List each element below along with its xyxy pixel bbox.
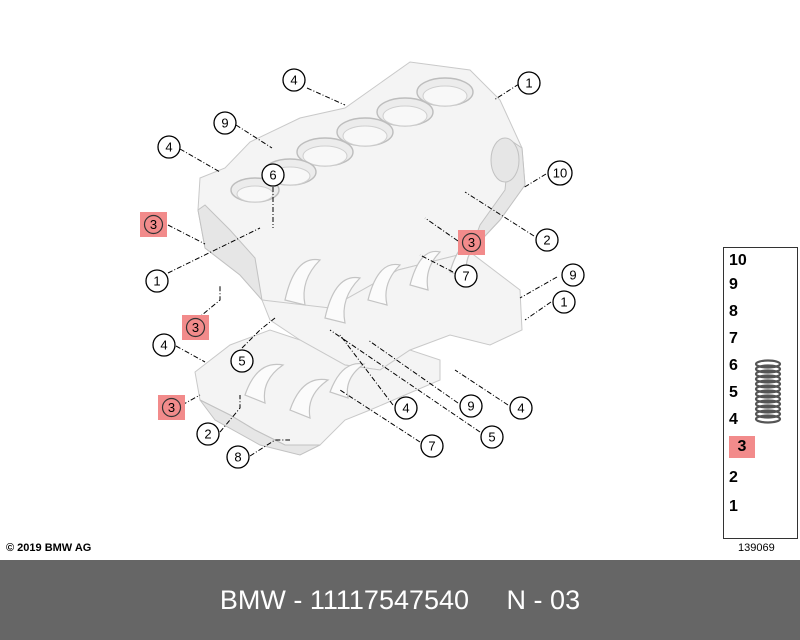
legend-item-6: 6 [729, 357, 738, 374]
legend-item-9: 9 [729, 276, 738, 293]
svg-text:4: 4 [402, 401, 409, 416]
callout-4: 4 [394, 396, 418, 420]
legend-item-1: 1 [729, 498, 738, 515]
callout-9: 9 [213, 111, 237, 135]
svg-text:1: 1 [560, 295, 567, 310]
callout-9: 9 [459, 394, 483, 418]
callout-4: 4 [157, 135, 181, 159]
svg-text:5: 5 [488, 430, 495, 445]
legend-item-3-highlighted: 3 [729, 436, 755, 458]
callout-3-highlighted: 3 [158, 395, 185, 420]
leader-lines [167, 83, 558, 457]
svg-text:4: 4 [160, 338, 167, 353]
part-number-caption: BMW - 11117547540 N - 03 [219, 585, 581, 615]
svg-text:9: 9 [467, 399, 474, 414]
callout-9: 9 [561, 263, 585, 287]
callout-4: 4 [282, 68, 306, 92]
svg-text:2: 2 [204, 427, 211, 442]
callout-10: 10 [547, 160, 573, 186]
callout-5: 5 [480, 425, 504, 449]
legend-item-5: 5 [729, 384, 738, 401]
legend-item-8: 8 [729, 303, 738, 320]
callout-2: 2 [196, 422, 220, 446]
svg-text:2: 2 [543, 233, 550, 248]
svg-text:3: 3 [168, 400, 175, 415]
svg-text:3: 3 [468, 235, 475, 250]
spring-coil-icon [754, 359, 782, 424]
engine-block-diagram: 4 1 9 4 6 10 3 2 3 1 7 9 1 3 4 5 3 4 9 4… [140, 61, 585, 469]
svg-text:3: 3 [192, 320, 199, 335]
part-variant-legend: 10 9 8 7 6 5 4 3 2 1 [723, 247, 798, 539]
svg-text:1: 1 [525, 76, 532, 91]
svg-text:6: 6 [269, 168, 276, 183]
svg-text:4: 4 [517, 401, 524, 416]
svg-text:9: 9 [569, 268, 576, 283]
callout-1: 1 [145, 269, 169, 293]
legend-item-2: 2 [729, 469, 738, 486]
callout-4: 4 [152, 333, 176, 357]
svg-text:4: 4 [290, 73, 297, 88]
callout-1: 1 [517, 71, 541, 95]
svg-text:3: 3 [150, 217, 157, 232]
svg-text:7: 7 [462, 269, 469, 284]
callout-6: 6 [261, 163, 285, 187]
svg-text:8: 8 [234, 450, 241, 465]
callout-8: 8 [226, 445, 250, 469]
svg-text:9: 9 [221, 116, 228, 131]
svg-text:10: 10 [553, 166, 567, 181]
copyright-notice: © 2019 BMW AG [6, 542, 92, 554]
bedplate [194, 329, 441, 456]
image-number: 139069 [738, 542, 775, 554]
callout-1: 1 [552, 290, 576, 314]
legend-item-4: 4 [729, 411, 738, 428]
svg-text:4: 4 [165, 140, 172, 155]
svg-text:7: 7 [428, 439, 435, 454]
footer-bar: BMW - 11117547540 N - 03 [0, 560, 800, 640]
callout-7: 7 [454, 264, 478, 288]
callout-4: 4 [509, 396, 533, 420]
callout-3-highlighted: 3 [458, 230, 485, 255]
cylinder-block [197, 61, 526, 309]
svg-text:5: 5 [238, 354, 245, 369]
callout-7: 7 [420, 434, 444, 458]
callout-2: 2 [535, 228, 559, 252]
callout-3-highlighted: 3 [140, 212, 167, 237]
callout-5: 5 [230, 349, 254, 373]
callout-3-highlighted: 3 [182, 315, 209, 340]
svg-text:1: 1 [153, 274, 160, 289]
legend-item-7: 7 [729, 330, 738, 347]
legend-item-10: 10 [729, 252, 747, 269]
